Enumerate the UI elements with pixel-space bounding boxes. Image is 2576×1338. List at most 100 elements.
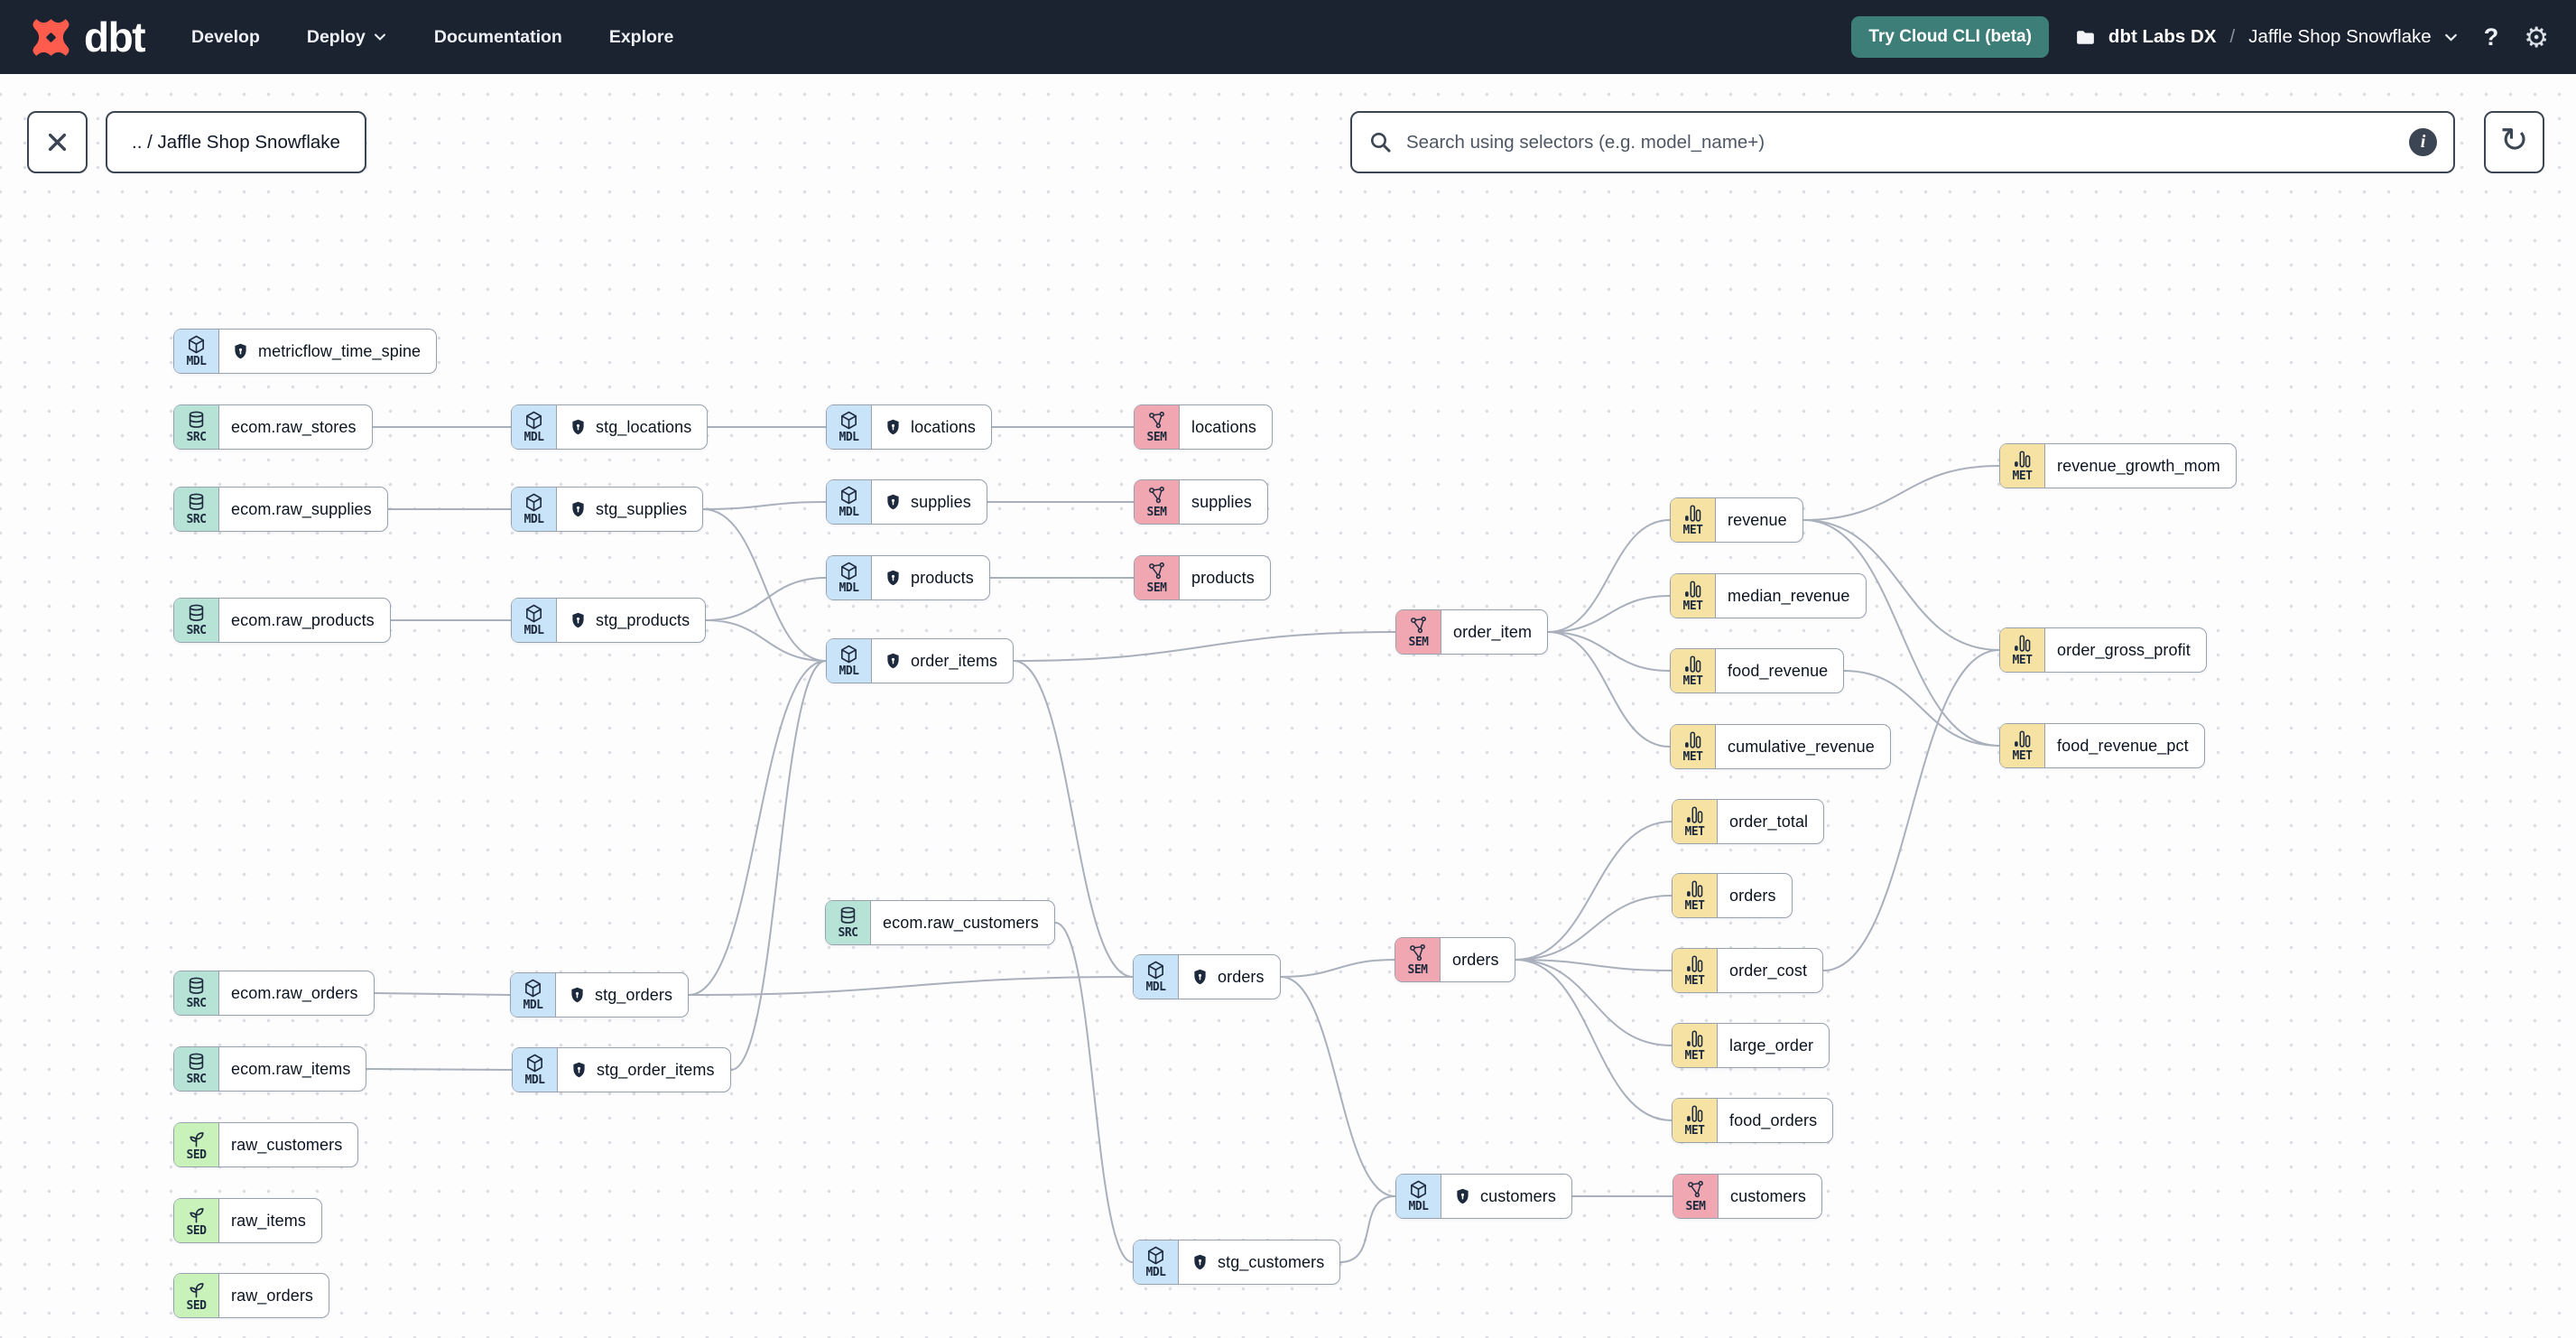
network-icon: SEM [1673,1175,1719,1218]
node-label: stg_order_items [597,1060,715,1079]
node-label: food_revenue [1728,661,1829,680]
node-stg_orders[interactable]: MDL stg_orders [510,972,690,1017]
node-order_gross_profit_met[interactable]: MET order_gross_profit [1999,627,2207,673]
node-type-badge: SEM [1146,581,1167,596]
info-icon[interactable]: i [2409,128,2437,156]
node-cumulative_revenue_met[interactable]: MET cumulative_revenue [1670,724,1891,769]
node-label: stg_locations [596,417,692,436]
network-icon: SEM [1135,480,1180,524]
bar-chart-icon: MET [1673,874,1718,917]
node-order_items_mdl[interactable]: MDL order_items [826,638,1015,683]
node-type-badge: SRC [186,624,207,638]
node-median_revenue_met[interactable]: MET median_revenue [1670,573,1867,618]
network-icon: SEM [1395,938,1441,981]
node-customers_mdl[interactable]: MDL customers [1395,1174,1572,1219]
node-type-badge: MDL [524,1073,545,1088]
node-type-badge: MET [2012,654,2033,668]
bar-chart-icon: MET [1671,574,1716,618]
dbt-logo-icon [32,18,69,56]
contract-shield-lock-icon [887,653,899,668]
nav-item-develop[interactable]: Develop [191,26,260,47]
selector-search-input[interactable] [1406,131,2395,153]
node-supplies_mdl[interactable]: MDL supplies [826,479,987,525]
node-orders_mdl[interactable]: MDL orders [1133,954,1281,999]
node-type-badge: SRC [186,513,207,527]
node-locations_sem[interactable]: SEM locations [1134,404,1273,450]
contract-shield-lock-icon [572,501,584,516]
selector-search-bar: i [1350,111,2455,173]
node-type-badge: MDL [1408,1200,1429,1214]
help-icon[interactable]: ? [2483,23,2499,51]
node-orders_met[interactable]: MET orders [1672,873,1793,918]
node-stg_locations[interactable]: MDL stg_locations [511,404,709,450]
nav-item-explore[interactable]: Explore [608,26,674,47]
nav-item-deploy[interactable]: Deploy [307,27,387,48]
node-raw_stores_src[interactable]: SRC ecom.raw_stores [173,404,373,450]
project-name: Jaffle Shop Snowflake [2248,26,2432,47]
node-label: revenue_growth_mom [2057,456,2220,475]
node-stg_order_items[interactable]: MDL stg_order_items [512,1047,731,1092]
node-large_order_met[interactable]: MET large_order [1672,1023,1830,1068]
node-order_item_sem[interactable]: SEM order_item [1395,609,1549,655]
node-raw_products_src[interactable]: SRC ecom.raw_products [173,598,391,643]
node-order_total_met[interactable]: MET order_total [1672,799,1825,844]
node-label: order_item [1453,622,1533,641]
node-orders_sem[interactable]: SEM orders [1395,937,1515,982]
node-food_revenue_pct_met[interactable]: MET food_revenue_pct [1999,723,2205,768]
gear-icon[interactable]: ⚙ [2524,21,2549,53]
contract-shield-lock-icon [572,419,584,434]
node-type-badge: MET [1682,524,1703,538]
node-order_cost_met[interactable]: MET order_cost [1672,948,1824,993]
bar-chart-icon: MET [2000,724,2045,767]
cube-icon: MDL [1396,1175,1441,1218]
node-supplies_sem[interactable]: SEM supplies [1134,479,1268,525]
node-type-badge: MET [1684,1049,1705,1064]
lineage-breadcrumb-button[interactable]: .. / Jaffle Shop Snowflake [106,111,366,173]
node-raw_customers_seed[interactable]: SED raw_customers [173,1122,359,1167]
node-type-badge: MDL [839,664,859,679]
node-label: ecom.raw_customers [883,913,1039,932]
node-type-badge: SEM [1685,1200,1706,1214]
node-raw_customers_src[interactable]: SRC ecom.raw_customers [825,900,1055,945]
dbt-logo[interactable]: dbt [27,14,146,61]
node-type-badge: SEM [1146,506,1167,520]
node-food_orders_met[interactable]: MET food_orders [1672,1098,1834,1143]
node-label: ecom.raw_supplies [231,499,372,518]
node-type-badge: MET [1684,1124,1705,1138]
refresh-lineage-button[interactable]: ↻ [2484,111,2544,173]
node-raw_orders_src[interactable]: SRC ecom.raw_orders [173,971,375,1016]
node-metricflow_time_spine[interactable]: MDL metricflow_time_spine [173,329,438,374]
node-revenue_growth_mom_met[interactable]: MET revenue_growth_mom [1999,443,2237,488]
node-type-badge: MET [1682,750,1703,765]
node-stg_supplies[interactable]: MDL stg_supplies [511,487,704,532]
cube-icon: MDL [174,330,219,373]
try-cloud-cli-button[interactable]: Try Cloud CLI (beta) [1851,16,2049,58]
bar-chart-icon: MET [1671,649,1716,692]
nav-item-documentation[interactable]: Documentation [433,26,562,47]
node-products_mdl[interactable]: MDL products [826,555,990,600]
node-type-badge: MDL [524,513,544,527]
node-stg_products[interactable]: MDL stg_products [511,598,707,643]
close-icon [48,133,67,152]
node-type-badge: SED [186,1148,207,1163]
chevron-down-icon [2444,33,2457,42]
node-raw_items_src[interactable]: SRC ecom.raw_items [173,1046,367,1092]
node-customers_sem[interactable]: SEM customers [1673,1174,1822,1219]
node-raw_supplies_src[interactable]: SRC ecom.raw_supplies [173,487,388,532]
account-project-switcher[interactable]: dbt Labs DX / Jaffle Shop Snowflake [2074,26,2459,49]
search-icon [1370,132,1391,153]
node-label: orders [1452,950,1499,969]
node-products_sem[interactable]: SEM products [1134,555,1271,600]
bar-chart-icon: MET [1673,949,1718,992]
node-label: ecom.raw_orders [231,983,358,1002]
node-raw_items_seed[interactable]: SED raw_items [173,1198,322,1243]
node-label: stg_products [596,610,690,629]
node-food_revenue_met[interactable]: MET food_revenue [1670,648,1845,693]
close-lineage-button[interactable] [27,111,88,173]
node-revenue_met[interactable]: MET revenue [1670,497,1803,543]
node-stg_customers[interactable]: MDL stg_customers [1133,1240,1341,1285]
node-locations_mdl[interactable]: MDL locations [826,404,992,450]
node-raw_orders_seed[interactable]: SED raw_orders [173,1273,330,1318]
node-type-badge: MDL [1145,1266,1166,1280]
